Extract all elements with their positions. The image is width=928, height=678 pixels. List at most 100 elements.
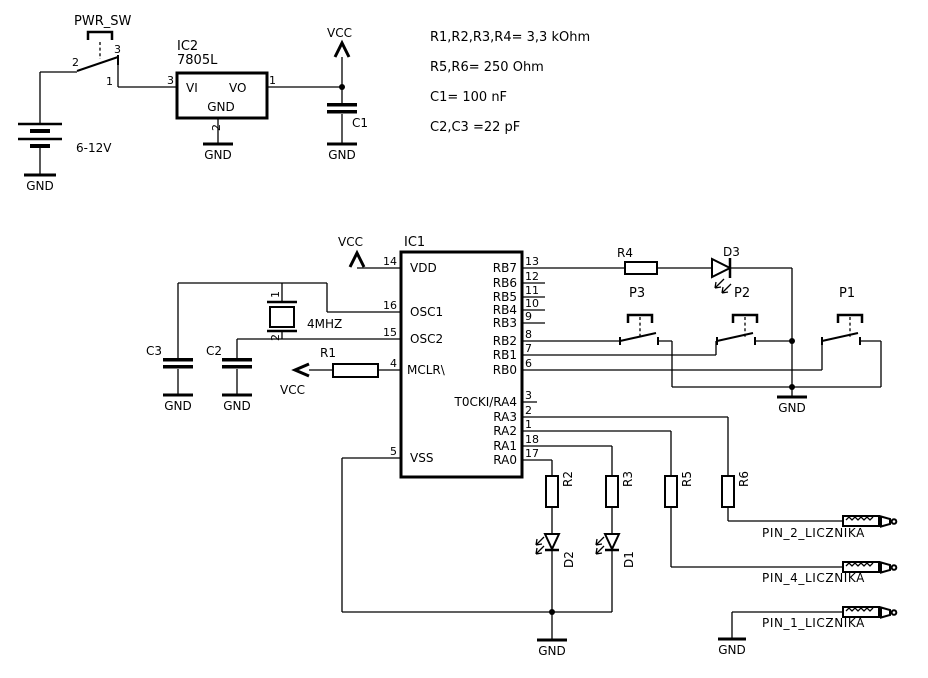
resistor-r1 bbox=[332, 363, 379, 378]
pin-number-15: 15 bbox=[383, 326, 397, 339]
plug-tip bbox=[880, 515, 891, 528]
pin-name-t0cki-ra4: T0CKI/RA4 bbox=[454, 395, 518, 409]
pin-name-osc1: OSC1 bbox=[410, 305, 443, 319]
plug-hatch bbox=[845, 516, 874, 521]
pin-name-ra1: RA1 bbox=[493, 439, 517, 453]
buttons-gnd-label: GND bbox=[778, 401, 806, 415]
p2-contacts bbox=[716, 332, 756, 345]
pin-name-rb3: RB3 bbox=[493, 316, 517, 330]
resistor-r5 bbox=[664, 475, 678, 508]
power-wires bbox=[39, 57, 343, 174]
power-switch: PWR_SW 2 3 1 bbox=[72, 14, 131, 88]
pin-number-7: 7 bbox=[525, 342, 532, 355]
ic1-body bbox=[399, 250, 524, 479]
crystal-plates bbox=[267, 300, 297, 333]
pin-name-rb7: RB7 bbox=[493, 261, 517, 275]
pin-number-1: 1 bbox=[525, 418, 532, 431]
c1-ref: C1 bbox=[352, 116, 368, 130]
counter-gnd-label: GND bbox=[718, 643, 746, 657]
ic2-gnd-label: GND bbox=[204, 148, 232, 162]
c1-plate bbox=[327, 103, 357, 107]
buttons-gnd: GND bbox=[672, 386, 881, 415]
d1-diode-triangle bbox=[603, 533, 621, 552]
pin-name-rb0: RB0 bbox=[493, 363, 517, 377]
resistor-r6 bbox=[721, 475, 735, 508]
pin-number-8: 8 bbox=[525, 328, 532, 341]
plug-hatch bbox=[845, 607, 874, 612]
switch-blade bbox=[76, 56, 119, 72]
ic2-gnd-pin-label: GND bbox=[207, 100, 235, 114]
pin-number-13: 13 bbox=[525, 255, 539, 268]
pin2-licznika-label: PIN_2_LICZNIKA bbox=[762, 526, 865, 540]
ic1-ref: IC1 bbox=[404, 235, 425, 250]
switch-pin1-number: 1 bbox=[106, 75, 113, 88]
led-branch-d2: R2 D2 bbox=[535, 471, 576, 612]
indicator-led-d3: R4 D3 bbox=[617, 245, 795, 390]
r4-ref: R4 bbox=[617, 246, 633, 260]
d3-diode-triangle bbox=[711, 257, 733, 279]
plug-tip-ball bbox=[890, 609, 898, 616]
ic2-ref: IC2 bbox=[177, 39, 198, 54]
connector-pin4: PIN_4_LICZNIKA bbox=[762, 561, 898, 585]
counter-branch-r5: R5 bbox=[664, 471, 843, 568]
mcu-wires bbox=[178, 267, 823, 612]
c2-gnd-label: GND bbox=[223, 399, 251, 413]
capacitor-c2: C2 GND bbox=[206, 339, 252, 413]
p1-contacts bbox=[821, 332, 861, 345]
led-branch-d1: R3 D1 bbox=[595, 471, 636, 612]
p3-contacts bbox=[619, 332, 659, 345]
c1-plate bbox=[327, 110, 357, 114]
plug-body bbox=[842, 606, 880, 618]
pin-number-5: 5 bbox=[390, 445, 397, 458]
crystal-4mhz: 4MHZ 1 2 bbox=[267, 283, 342, 341]
plug-body bbox=[842, 561, 880, 573]
r6-ref: R6 bbox=[737, 471, 751, 487]
p2-ref: P2 bbox=[734, 286, 750, 301]
plug-tip-ball bbox=[890, 518, 898, 525]
battery-voltage: 6-12V bbox=[76, 141, 112, 155]
switch-label: PWR_SW bbox=[74, 14, 131, 29]
c3-ref: C3 bbox=[146, 344, 162, 358]
reset-network: VCC R1 bbox=[280, 346, 379, 397]
crystal-value: 4MHZ bbox=[307, 317, 342, 331]
pin-name-ra0: RA0 bbox=[493, 453, 517, 467]
counter-branch-r6: R6 bbox=[721, 471, 843, 522]
note-line: C1= 100 nF bbox=[430, 90, 507, 105]
vcc-arrow-icon bbox=[333, 39, 351, 58]
pin4-licznika-label: PIN_4_LICZNIKA bbox=[762, 571, 865, 585]
pin-name-ra3: RA3 bbox=[493, 410, 517, 424]
pin-name-vss: VSS bbox=[410, 451, 433, 465]
pin1-licznika-label: PIN_1_LICZNIKA bbox=[762, 616, 865, 630]
resistor-r3 bbox=[605, 475, 619, 508]
plug-tip-ball bbox=[890, 564, 898, 571]
pin-number-18: 18 bbox=[525, 433, 539, 446]
mcu-ic1: IC1 VCC VDD OSC1 OSC2 MCLR\ VSS 14 16 15… bbox=[338, 235, 539, 479]
crystal-pin2-number: 2 bbox=[269, 334, 282, 341]
ic2-pin3-number: 3 bbox=[167, 74, 174, 87]
button-p1: P1 bbox=[821, 286, 882, 387]
r1-ref: R1 bbox=[320, 346, 336, 360]
led-emission-arrows bbox=[595, 536, 605, 555]
pin-number-4: 4 bbox=[390, 357, 397, 370]
p3-ref: P3 bbox=[629, 286, 645, 301]
battery: 6-12V GND bbox=[18, 122, 112, 193]
vcc-arrow-left-icon bbox=[291, 362, 310, 378]
p1-ref: P1 bbox=[839, 286, 855, 301]
ic1-vcc-label: VCC bbox=[338, 235, 363, 249]
connector-pin2: PIN_2_LICZNIKA bbox=[762, 515, 898, 540]
pin-number-11: 11 bbox=[525, 284, 539, 297]
c3-gnd-label: GND bbox=[164, 399, 192, 413]
ic2-body bbox=[175, 71, 269, 120]
pin-number-6: 6 bbox=[525, 357, 532, 370]
ic2-part: 7805L bbox=[177, 53, 218, 68]
r2-ref: R2 bbox=[561, 471, 575, 487]
pin-name-rb2: RB2 bbox=[493, 334, 517, 348]
plug-tip bbox=[880, 606, 891, 619]
pin-number-3: 3 bbox=[525, 389, 532, 402]
leds-gnd: GND bbox=[342, 609, 612, 658]
ic2-pin2-number: 2 bbox=[210, 124, 223, 131]
switch-pin2-number: 2 bbox=[72, 56, 79, 69]
led-emission-arrows bbox=[535, 536, 545, 555]
button-p3: P3 bbox=[619, 286, 673, 387]
